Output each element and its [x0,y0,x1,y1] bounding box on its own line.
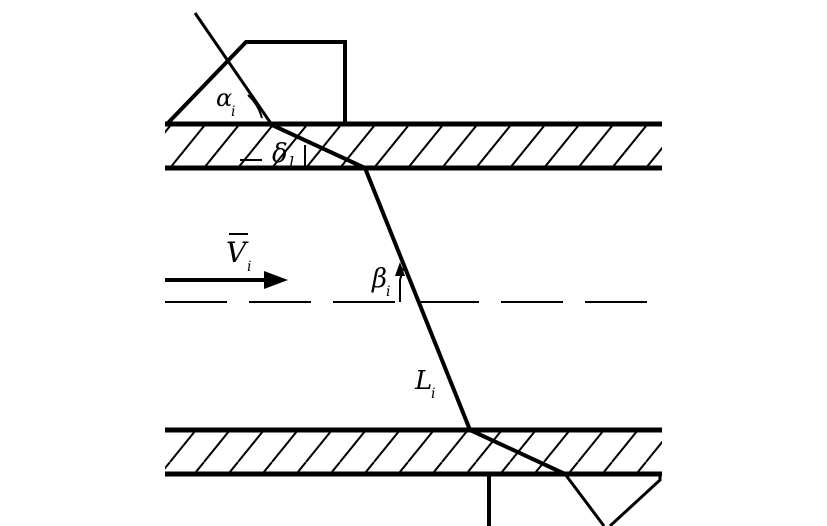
length-label: L [414,366,432,396]
lower-pipe-wall [165,427,662,477]
velocity-subscript: i [247,259,251,275]
velocity-arrow [165,271,288,289]
upper-transducer [165,40,347,126]
beta-subscript: i [386,284,390,300]
alpha-label: α [216,84,232,112]
alpha-subscript: i [231,104,235,120]
ultrasonic-beam-path [193,12,566,476]
angle-markers [240,94,405,302]
lower-transducer [487,473,662,526]
delta-label: δ [272,139,288,169]
velocity-label: V [226,236,249,269]
upper-pipe-wall [165,121,662,171]
length-subscript: i [431,386,435,402]
beta-label: β [371,264,387,294]
delta-subscript: l [289,153,294,172]
